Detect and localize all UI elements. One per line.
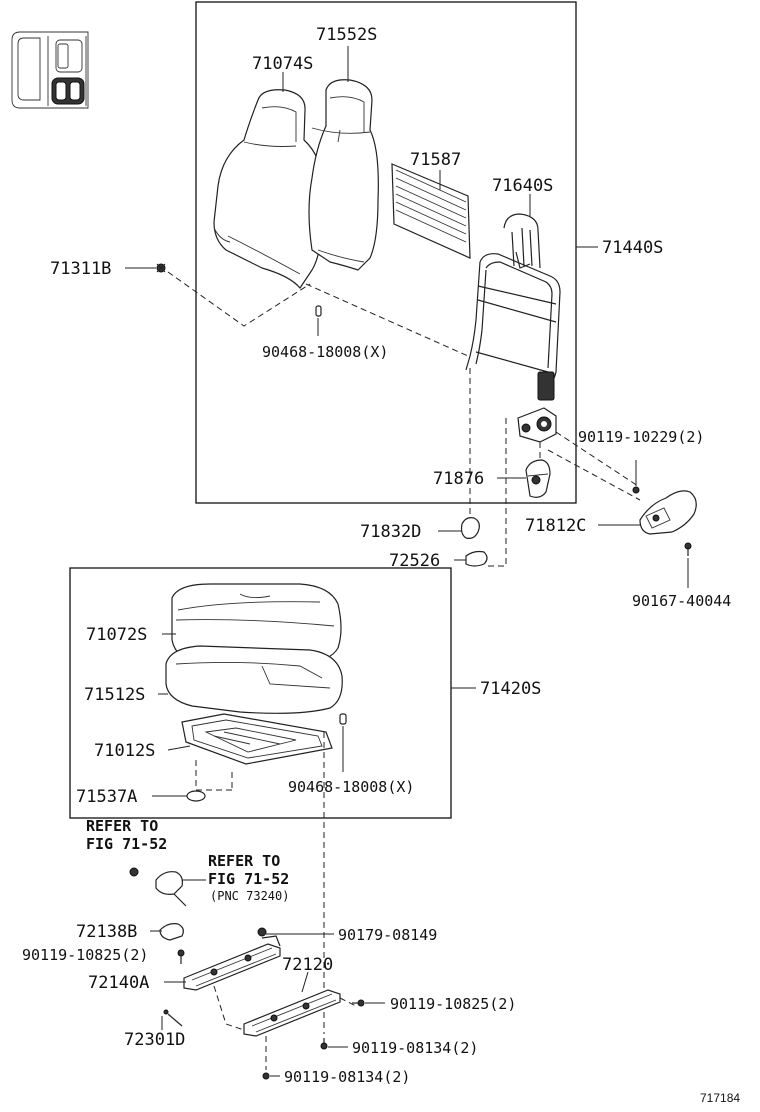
label-90119-08134-right: 90119-08134(2) [352, 1039, 478, 1057]
wire-72301D [163, 1009, 183, 1027]
cover-71876 [525, 459, 551, 498]
label-71512S: 71512S [84, 685, 145, 705]
seatback-frame-71640S [465, 213, 561, 401]
seatback-cover-71074S [213, 89, 324, 290]
label-71074S: 71074S [252, 54, 313, 74]
pad-71587 [391, 163, 471, 259]
label-72526: 72526 [389, 551, 440, 571]
ref2-line2: FIG 71-52 [208, 870, 289, 888]
label-72138B: 72138B [76, 922, 137, 942]
knob-71812C [639, 490, 697, 535]
bolt-90119-10825-left [177, 949, 185, 964]
label-71552S: 71552S [316, 25, 377, 45]
label-71440S: 71440S [602, 238, 663, 258]
cover-72138B [159, 923, 184, 941]
cushion-pad-71512S [165, 645, 343, 714]
ref2-line3: (PNC 73240) [210, 889, 289, 903]
ref2-line1: REFER TO [208, 852, 280, 870]
vehicle-location-thumbnail [11, 31, 89, 109]
label-71537A: 71537A [76, 787, 137, 807]
label-71311B: 71311B [50, 259, 111, 279]
diagram-id: 717184 [700, 1091, 740, 1105]
ref1-line1: REFER TO [86, 817, 158, 835]
rail-72120 [243, 989, 341, 1037]
label-90119-10825-left: 90119-10825(2) [22, 946, 148, 964]
label-71587: 71587 [410, 150, 461, 170]
label-90468-lower: 90468-18008(X) [288, 778, 414, 796]
seatback-pad-71552S [308, 79, 379, 271]
cap-72526 [465, 550, 488, 567]
screw-90119-10229 [632, 486, 640, 494]
screw-90167-40044 [684, 542, 692, 556]
bolt-90119-08134-right [320, 1038, 328, 1050]
seatbelt-buckle [155, 871, 187, 907]
label-90119-08134-bottom: 90119-08134(2) [284, 1068, 410, 1086]
nut-90179-08149 [257, 927, 267, 937]
label-90179-08149: 90179-08149 [338, 926, 437, 944]
label-72301D: 72301D [124, 1030, 185, 1050]
clip-71537A [186, 790, 206, 802]
label-71072S: 71072S [86, 625, 147, 645]
label-71812C: 71812C [525, 516, 586, 536]
bolt-90119-10825-right [352, 999, 365, 1007]
label-71876: 71876 [433, 469, 484, 489]
label-90119-10229: 90119-10229(2) [578, 428, 704, 446]
bolt-90119-08134-bottom [262, 1072, 270, 1080]
nut-ref [129, 867, 139, 877]
clip-90468-upper [315, 305, 322, 317]
recliner-mechanism [517, 407, 557, 443]
label-72120: 72120 [282, 955, 333, 975]
cushion-frame-71012S [181, 713, 333, 765]
label-71640S: 71640S [492, 176, 553, 196]
ref1-line2: FIG 71-52 [86, 835, 167, 853]
label-90167-40044: 90167-40044 [632, 592, 731, 610]
cushion-cover-71072S [171, 583, 342, 665]
label-90468-upper: 90468-18008(X) [262, 343, 388, 361]
rail-72140A [183, 935, 281, 991]
seatback-group-box [195, 1, 577, 504]
label-71012S: 71012S [94, 741, 155, 761]
cap-71832D [460, 517, 480, 539]
bolt-71311B [156, 263, 166, 273]
label-72140A: 72140A [88, 973, 149, 993]
clip-90468-lower [339, 713, 347, 725]
cushion-group-box [69, 567, 452, 819]
label-90119-10825-right: 90119-10825(2) [390, 995, 516, 1013]
label-71420S: 71420S [480, 679, 541, 699]
label-71832D: 71832D [360, 522, 421, 542]
